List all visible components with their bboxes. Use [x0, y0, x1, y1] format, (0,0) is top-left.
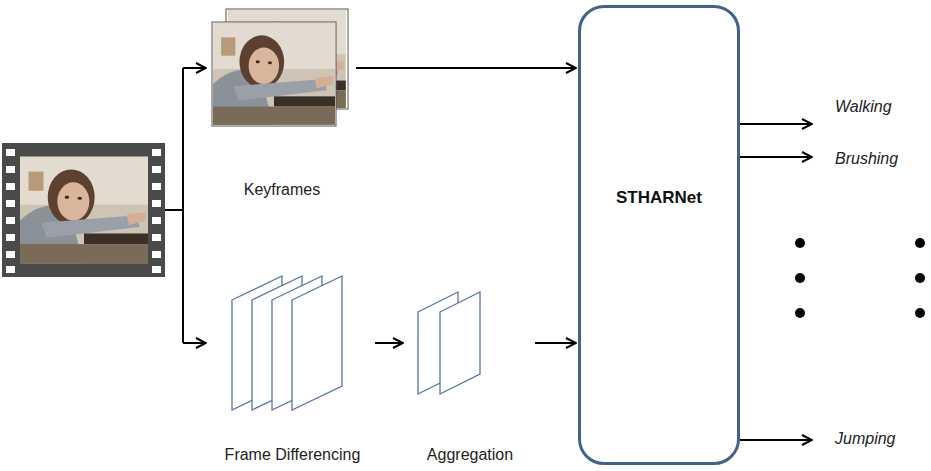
flow-arrow: [535, 342, 576, 344]
class-label: Walking: [835, 98, 892, 116]
difference-frames: [232, 276, 342, 410]
keyframes-group: Keyframes: [208, 8, 356, 203]
aggregated-frames: [418, 292, 480, 394]
flow-arrow: [356, 67, 576, 69]
frame-difference-group: Frame Differencing: [210, 268, 375, 468]
class-label: Brushing: [835, 150, 898, 168]
class-label: Jumping: [835, 430, 895, 448]
node-label: Frame Differencing: [225, 446, 361, 464]
flow-arrow: [375, 342, 403, 344]
video-filmstrip: [2, 143, 165, 277]
branch-arrows: [165, 68, 206, 343]
node-label: Aggregation: [427, 446, 513, 464]
keyframe-photos: [212, 9, 348, 126]
output-arrows: [740, 124, 812, 440]
node-label: Keyframes: [244, 181, 320, 199]
node-label: STHARNet: [616, 188, 702, 208]
aggregation-group: Aggregation: [405, 290, 535, 468]
network-box: STHARNet: [578, 5, 740, 465]
ellipsis-dots: [795, 238, 925, 318]
